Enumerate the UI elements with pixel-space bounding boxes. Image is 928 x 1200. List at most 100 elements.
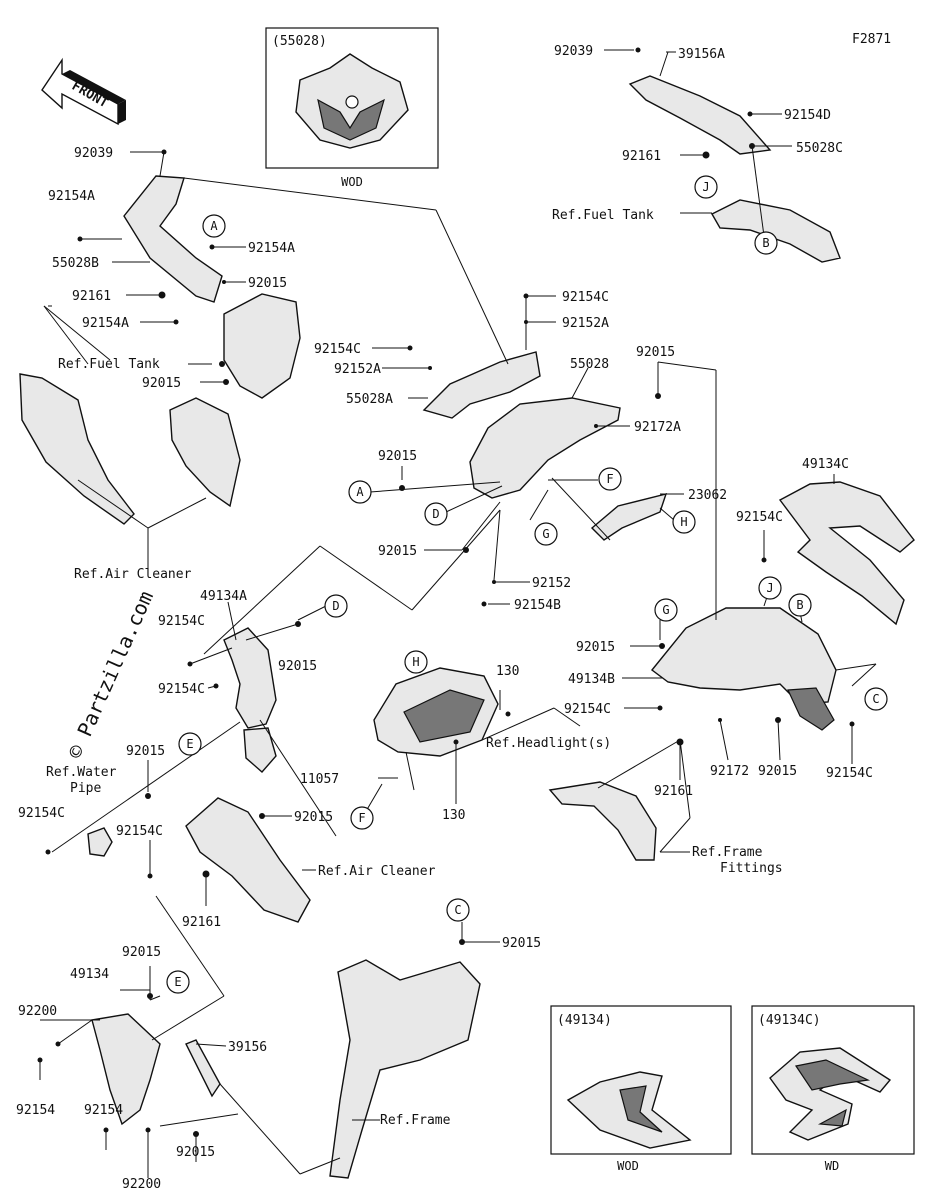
- label-92161-left: 92161: [72, 289, 111, 304]
- callout-c-right: C: [864, 687, 888, 711]
- figure-id: F2871: [852, 32, 891, 47]
- label-92172a: 92172A: [634, 420, 681, 435]
- svg-text:B: B: [796, 598, 803, 612]
- label-92015-8: 92015: [294, 810, 333, 825]
- callout-h-headlight: H: [404, 650, 428, 674]
- part-labels: 92039 39156A 92154D 92161 55028C Ref.Fue…: [16, 44, 873, 1192]
- svg-text:B: B: [762, 236, 769, 250]
- cowl-55028b: [123, 175, 223, 303]
- callout-b-right: B: [788, 593, 812, 617]
- callout-j-top: J: [694, 175, 718, 199]
- svg-text:J: J: [766, 581, 773, 595]
- label-49134c: 49134C: [802, 457, 849, 472]
- svg-text:D: D: [332, 599, 339, 613]
- inset-49134c: (49134C) WD: [751, 1005, 915, 1173]
- label-92015-1: 92015: [248, 276, 287, 291]
- cowl-49134a: [223, 627, 277, 729]
- callout-a-mid: A: [348, 480, 372, 504]
- label-55028a: 55028A: [346, 392, 393, 407]
- label-92154c-2: 92154C: [562, 290, 609, 305]
- callout-g-right: G: [654, 598, 678, 622]
- watermark: © Partzilla.com: [63, 587, 158, 762]
- svg-text:E: E: [186, 737, 193, 751]
- cowl-49134b-detail: [787, 687, 835, 731]
- bracket-49134a: [243, 727, 277, 773]
- svg-text:C: C: [454, 903, 461, 917]
- callout-j-right: J: [758, 576, 782, 600]
- label-49134b: 49134B: [568, 672, 615, 687]
- label-92154a-1: 92154A: [48, 189, 95, 204]
- cowl-49134b: [650, 607, 837, 705]
- label-ref-fuel-tank-top: Ref.Fuel Tank: [552, 208, 654, 223]
- cowl-49134c: [778, 481, 915, 626]
- label-92154c-6: 92154C: [18, 806, 65, 821]
- label-130-2: 130: [442, 808, 465, 823]
- svg-text:A: A: [210, 219, 218, 233]
- label-92154c-3: 92154C: [736, 510, 783, 525]
- callout-a-left: A: [202, 214, 226, 238]
- label-92154c-9: 92154C: [826, 766, 873, 781]
- svg-text:H: H: [412, 655, 419, 669]
- ref-frame-fittings-line2: Fittings: [720, 861, 783, 876]
- label-92154c-5: 92154C: [158, 682, 205, 697]
- frame: [329, 959, 481, 1179]
- svg-text:G: G: [542, 527, 549, 541]
- label-ref-headlights: Ref.Headlight(s): [486, 736, 611, 751]
- label-92015-9: 92015: [576, 640, 615, 655]
- callout-f-mid: F: [598, 467, 622, 491]
- inset-49134-variant: WOD: [617, 1159, 639, 1173]
- label-92154-1: 92154: [16, 1103, 55, 1118]
- inset-49134: (49134) WOD: [550, 1005, 732, 1173]
- label-92154c-4: 92154C: [158, 614, 205, 629]
- label-92154b: 92154B: [514, 598, 561, 613]
- callout-h-mid: H: [672, 510, 696, 534]
- tank-cover-left: [223, 293, 301, 399]
- callout-g-mid: G: [534, 522, 558, 546]
- callout-e-left: E: [178, 732, 202, 756]
- label-92015-10: 92015: [758, 764, 797, 779]
- label-92161-mid: 92161: [182, 915, 221, 930]
- svg-text:C: C: [872, 692, 879, 706]
- label-49134: 49134: [70, 967, 109, 982]
- label-92015-2: 92015: [142, 376, 181, 391]
- callout-e-lower: E: [166, 970, 190, 994]
- callout-d-left: D: [324, 594, 348, 618]
- bracket-left: [169, 397, 241, 508]
- svg-text:F: F: [606, 472, 613, 486]
- label-11057: 11057: [300, 772, 339, 787]
- label-92154d: 92154D: [784, 108, 831, 123]
- part-39156: [185, 1039, 221, 1098]
- label-23062: 23062: [688, 488, 727, 503]
- side-panel-left: [19, 373, 135, 525]
- svg-text:E: E: [174, 975, 181, 989]
- svg-text:A: A: [356, 485, 364, 499]
- label-92152a-1: 92152A: [334, 362, 381, 377]
- label-92015-12: 92015: [122, 945, 161, 960]
- part-23062: [590, 493, 668, 541]
- label-92154a-2: 92154A: [248, 241, 295, 256]
- inset-55028: (55028) WOD: [265, 27, 439, 189]
- label-92154c-8: 92154C: [564, 702, 611, 717]
- callout-c-frame: C: [446, 898, 470, 922]
- label-92039-left: 92039: [74, 146, 113, 161]
- ref-water-pipe-line2: Pipe: [70, 781, 101, 796]
- svg-text:F: F: [358, 811, 365, 825]
- front-arrow-icon: FRONT: [41, 57, 126, 126]
- label-92039-top: 92039: [554, 44, 593, 59]
- callout-b-top: B: [754, 231, 778, 255]
- svg-text:D: D: [432, 507, 439, 521]
- label-92154a-3: 92154A: [82, 316, 129, 331]
- inset-49134c-code: (49134C): [758, 1013, 821, 1028]
- label-ref-air-cleaner-2: Ref.Air Cleaner: [318, 864, 436, 879]
- label-ref-air-cleaner-1: Ref.Air Cleaner: [74, 567, 192, 582]
- fuel-tank-top: [711, 199, 841, 263]
- inset-55028-variant: WOD: [341, 175, 363, 189]
- label-92161-top: 92161: [622, 149, 661, 164]
- callout-d-mid: D: [424, 502, 448, 526]
- cowl-55028: [469, 397, 621, 499]
- label-92154c-7: 92154C: [116, 824, 163, 839]
